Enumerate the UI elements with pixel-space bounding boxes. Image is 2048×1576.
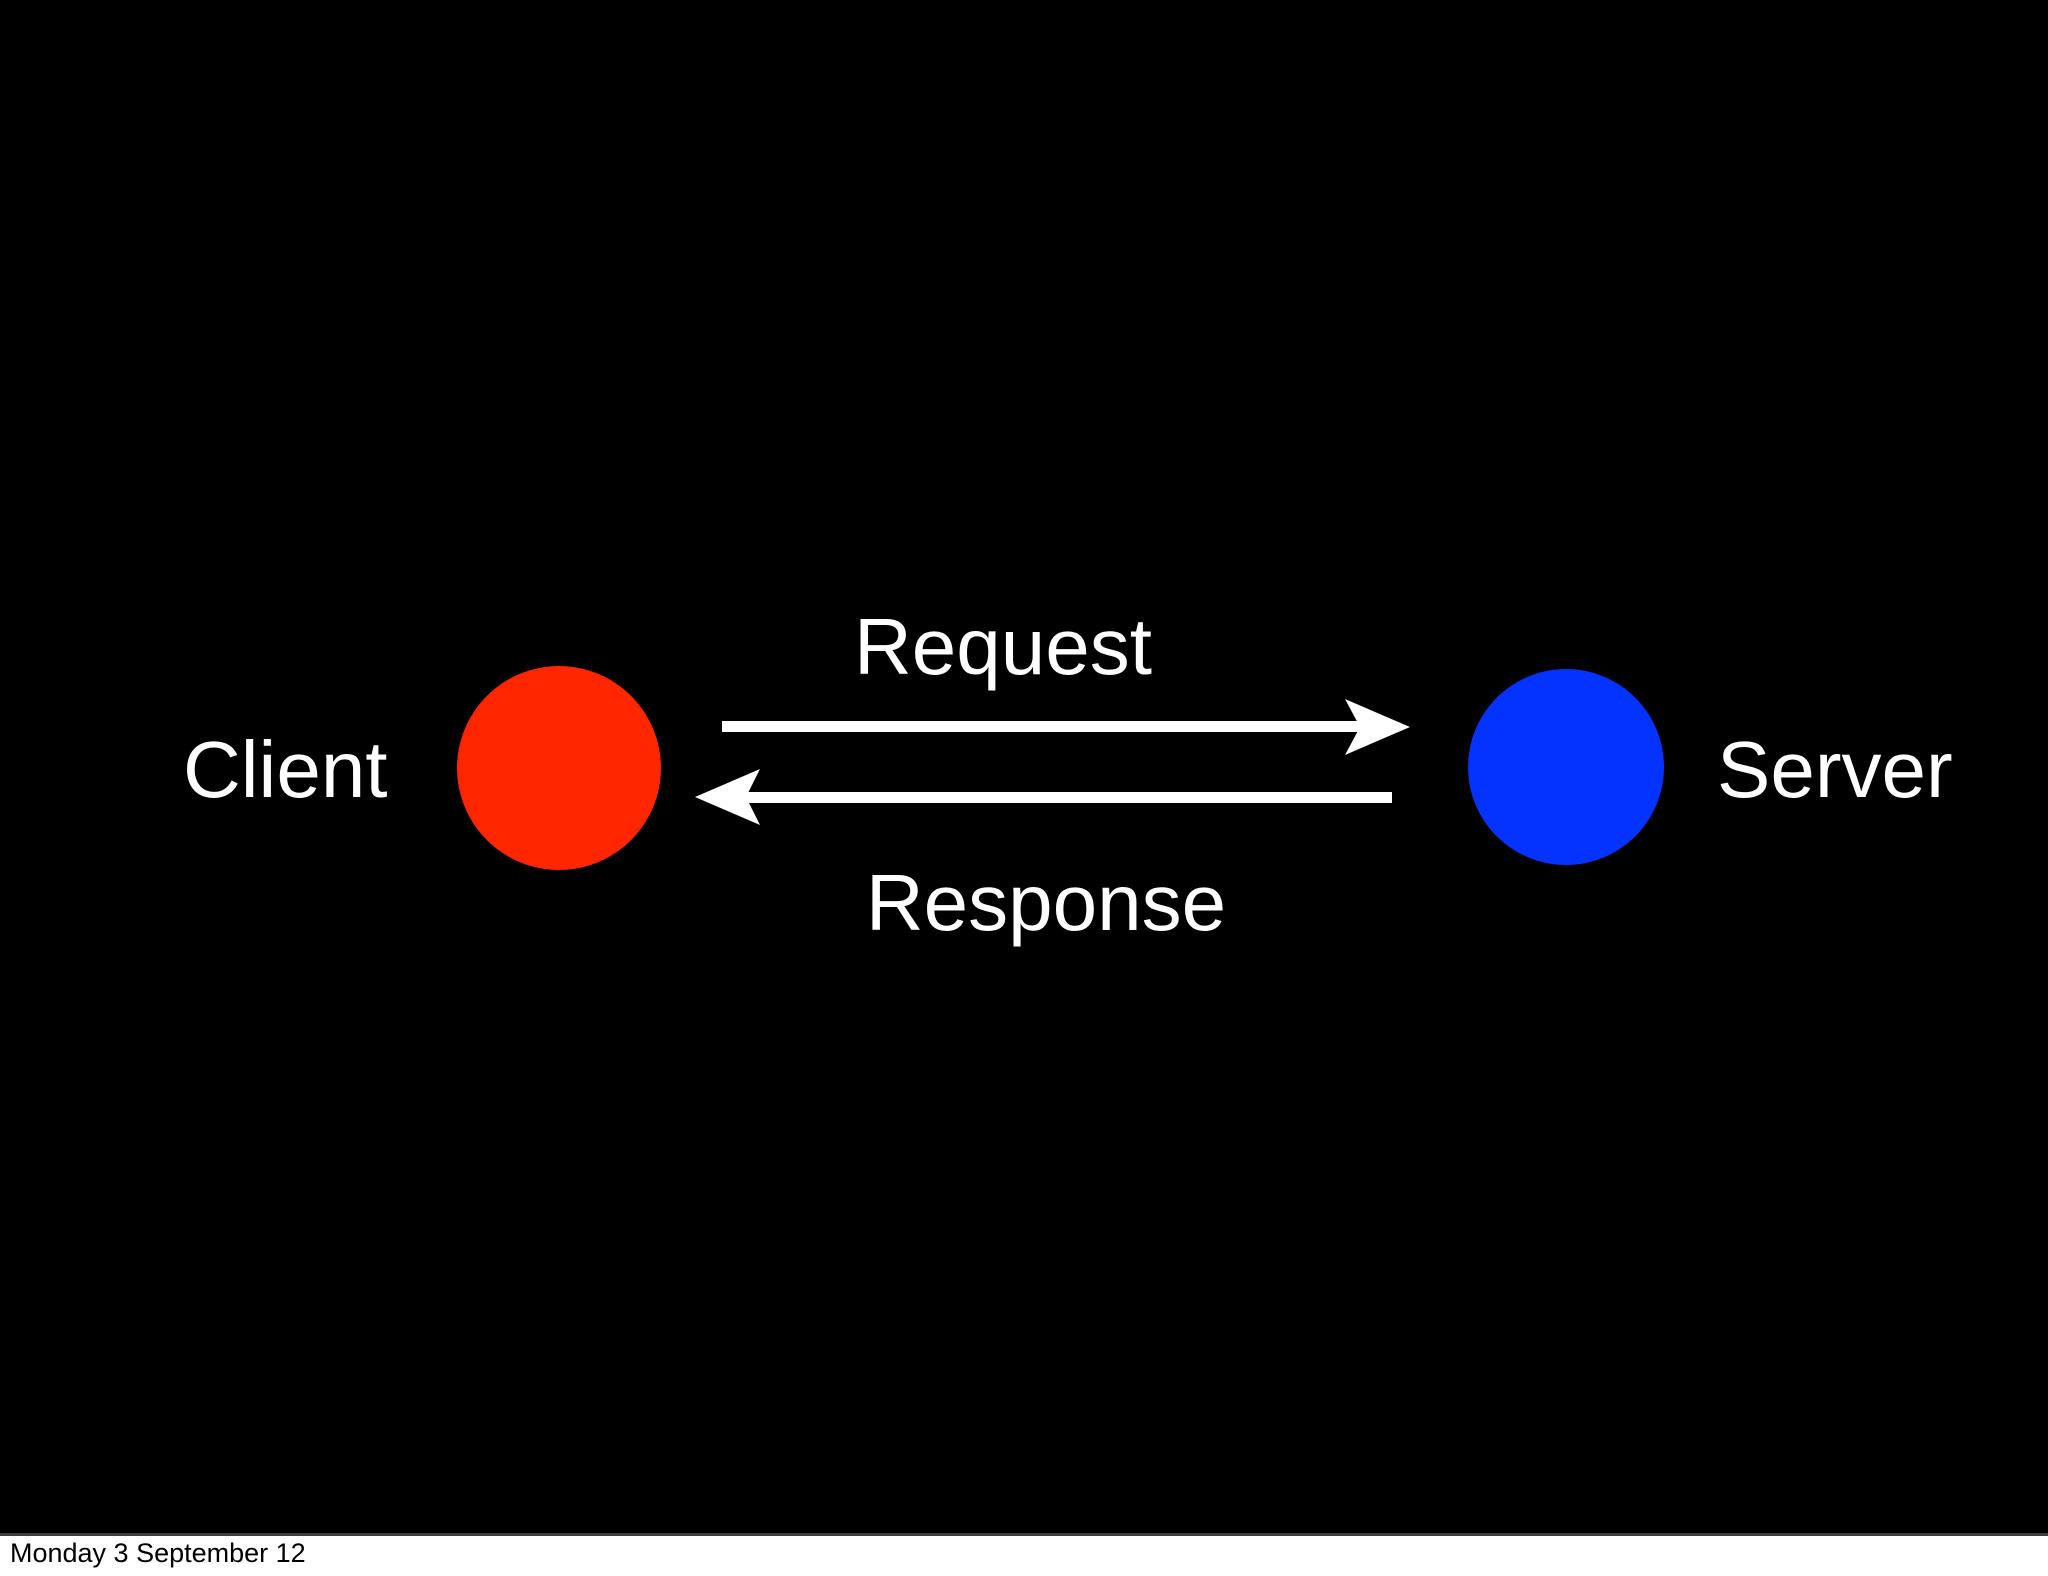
server-label: Server <box>1717 725 1953 814</box>
response-arrow-shaft <box>737 792 1392 803</box>
client-label: Client <box>183 725 388 814</box>
client-server-diagram <box>457 666 1664 870</box>
request-arrow <box>722 699 1410 755</box>
request-arrow-shaft <box>722 721 1370 732</box>
client-node-circle <box>457 666 661 870</box>
request-arrowhead-icon <box>1345 699 1410 755</box>
slide-date-text: Monday 3 September 12 <box>10 1538 306 1568</box>
request-arrow-label: Request <box>854 602 1152 691</box>
presenter-footer-bar: Monday 3 September 12 <box>0 1536 2048 1573</box>
slide-canvas: Client Server Request Response <box>0 0 2048 1536</box>
response-arrow <box>695 769 1392 825</box>
server-node-circle <box>1468 669 1664 865</box>
response-arrow-label: Response <box>865 858 1227 947</box>
response-arrowhead-icon <box>695 769 760 825</box>
